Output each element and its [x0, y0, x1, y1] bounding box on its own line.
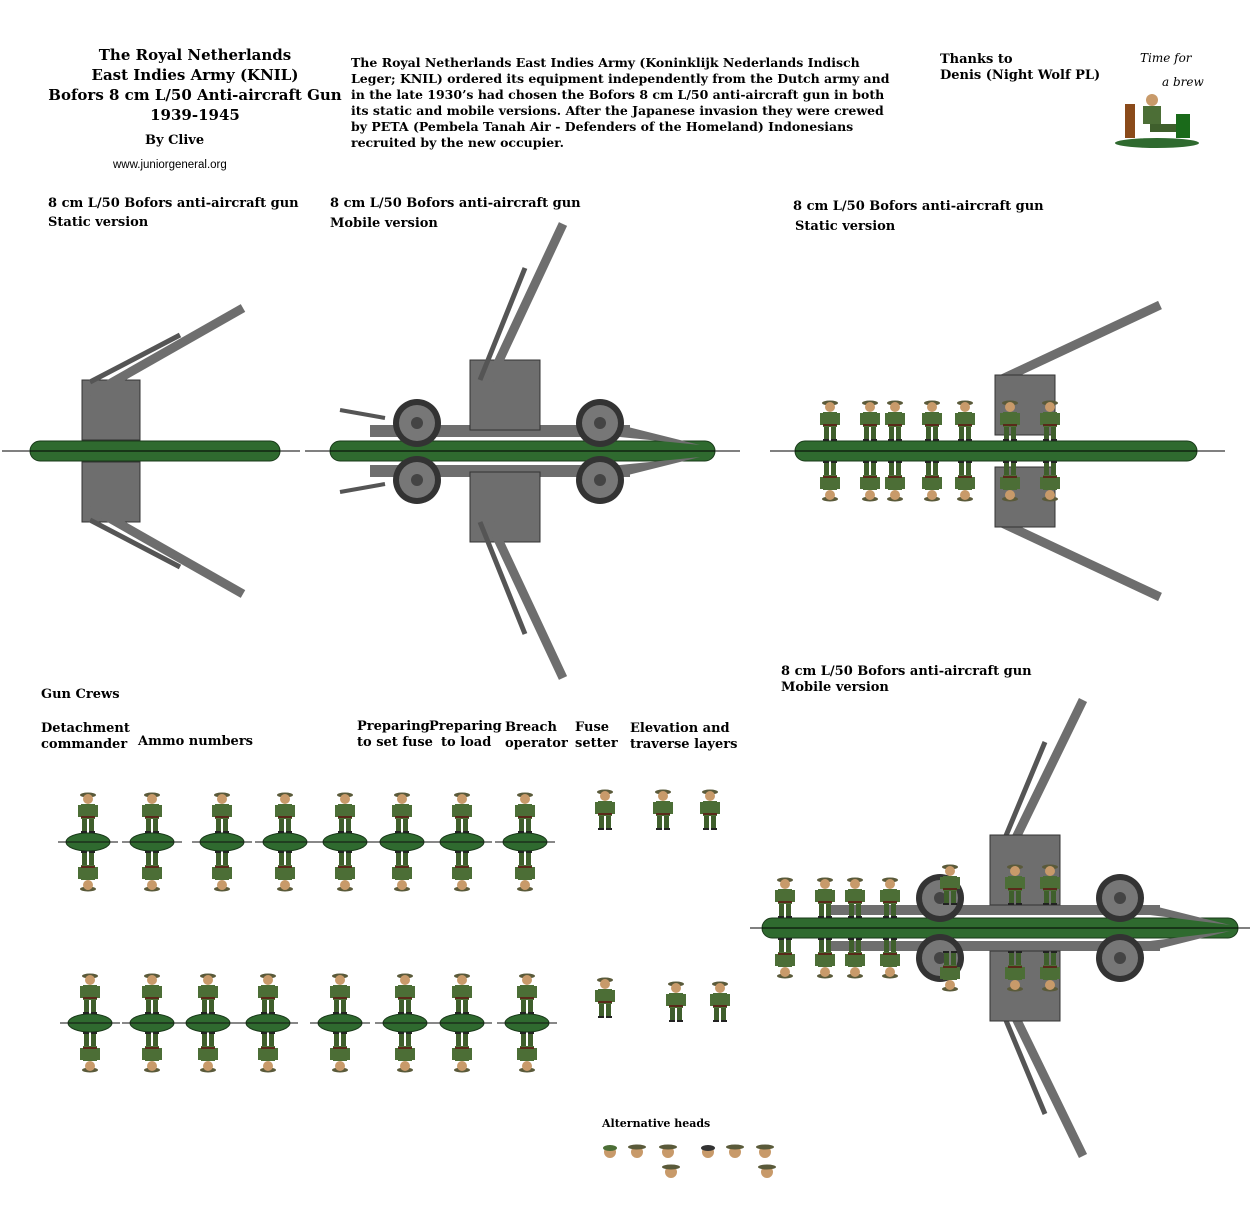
seated-crew: [595, 789, 730, 1022]
role-breach-line-2: operator: [505, 736, 568, 751]
role-breach-line-1: Breach: [505, 720, 557, 735]
role-ammo-line-1: Ammo numbers: [138, 734, 253, 749]
static-gun-2: [770, 300, 1225, 602]
role-fuse-setter-line-1: Fuse: [575, 720, 610, 735]
thanks-line-1: Thanks to: [940, 52, 1013, 67]
crew-row-2: [59, 973, 558, 1073]
website-link[interactable]: www.juniorgeneral.org: [113, 159, 227, 171]
static-gun-1: [2, 304, 300, 598]
description: The Royal Netherlands East Indies Army (…: [351, 55, 890, 150]
role-commander-line-2: commander: [41, 737, 128, 752]
role-fuse-setter-line-2: setter: [575, 736, 618, 751]
logo-text-1: Time for: [1140, 51, 1192, 65]
role-load-line-1: Preparing: [429, 719, 502, 734]
alt-heads-label: Alternative heads: [602, 1117, 711, 1130]
page-title: The Royal Netherlands East Indies Army (…: [40, 45, 350, 125]
thanks-line-2: Denis (Night Wolf PL): [940, 68, 1101, 83]
alternative-heads: [603, 1144, 776, 1178]
mobile-1-title: 8 cm L/50 Bofors anti-aircraft gun: [330, 196, 581, 211]
title-line-3: Bofors 8 cm L/50 Anti-aircraft Gun: [48, 86, 342, 104]
time-for-a-brew-logo: [1115, 94, 1199, 148]
mobile-2-title: 8 cm L/50 Bofors anti-aircraft gun: [781, 664, 1032, 679]
role-load-line-2: to load: [441, 735, 492, 750]
role-layers-line-2: traverse layers: [630, 737, 738, 752]
mobile-2-subtitle: Mobile version: [781, 680, 889, 695]
mobile-gun-1: [305, 222, 740, 680]
logo-text-2: a brew: [1162, 75, 1204, 89]
title-line-2: East Indies Army (KNIL): [91, 66, 299, 84]
static-1-title: 8 cm L/50 Bofors anti-aircraft gun: [48, 196, 299, 211]
static-2-title: 8 cm L/50 Bofors anti-aircraft gun: [793, 199, 1044, 214]
role-layers-line-1: Elevation and: [630, 721, 730, 736]
author: By Clive: [145, 133, 205, 148]
role-set-fuse-line-1: Preparing: [357, 719, 430, 734]
title-line-1: The Royal Netherlands: [98, 46, 292, 64]
role-commander-line-1: Detachment: [41, 721, 130, 736]
static-1-subtitle: Static version: [48, 215, 149, 230]
mobile-gun-2: [750, 698, 1250, 1158]
static-2-subtitle: Static version: [795, 219, 896, 234]
mobile-1-subtitle: Mobile version: [330, 216, 438, 231]
gun-crews-heading: Gun Crews: [41, 687, 120, 702]
role-set-fuse-line-2: to set fuse: [357, 735, 433, 750]
crew-row-1: [57, 792, 556, 892]
title-line-4: 1939-1945: [150, 106, 240, 124]
